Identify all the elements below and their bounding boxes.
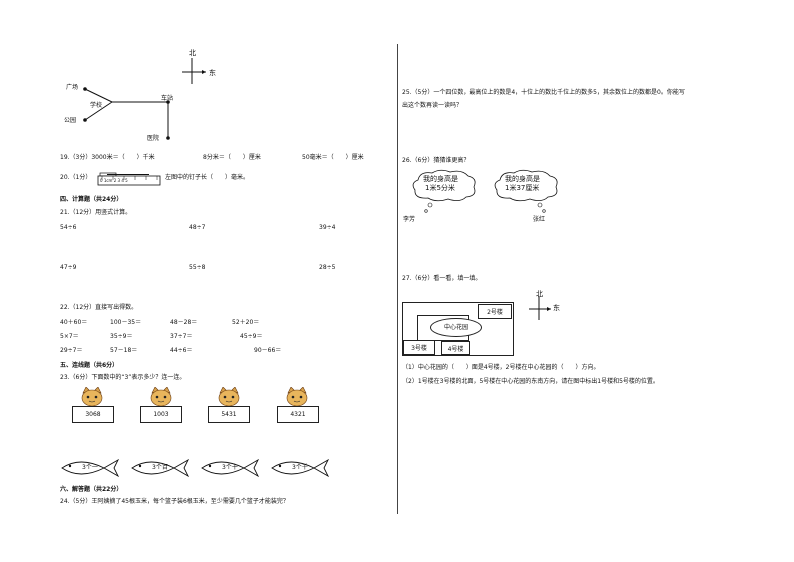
q23-title: 23.（6分）下面数中的“3”表示多少？连一连。	[60, 374, 186, 381]
q26-title: 26.（6分）猜猜谁更高？	[402, 157, 470, 164]
cat-icon	[286, 387, 308, 407]
q22-cell: 44÷6＝	[170, 347, 193, 354]
cat-icon	[150, 387, 172, 407]
number-card: 4321	[277, 406, 319, 423]
compass-east-label: 东	[209, 69, 216, 77]
q20-number: 20.（1分）	[60, 174, 92, 181]
compass-right-east: 东	[553, 304, 560, 312]
fish-label: 3个一	[82, 464, 98, 471]
fish-label: 3个十	[222, 464, 238, 471]
thought-cloud-left	[412, 169, 476, 213]
q21-item: 47÷9	[60, 264, 77, 271]
building-3: 3号楼	[403, 340, 435, 355]
map-label-yiyuan: 医院	[147, 135, 160, 142]
fish-icon	[61, 458, 120, 478]
q21-item: 28÷5	[319, 264, 336, 271]
cloud-left-line2: 1米5分米	[425, 184, 455, 192]
compass-right	[529, 296, 551, 320]
q27-part1: （1）中心花园的（ ）面是4号楼，2号楼在中心花园的（ ）方向。	[402, 364, 600, 371]
q24-text: 24.（5分）王阿姨摘了45根玉米，每个篮子装6根玉米，至少需要几个篮子才能装完…	[60, 498, 289, 505]
map-label-gongyuan: 公园	[64, 117, 77, 124]
q22-cell: 100－35＝	[110, 319, 142, 326]
compass-north-label: 北	[189, 49, 196, 57]
name-li-fang: 李芳	[403, 216, 416, 223]
page-divider	[397, 44, 398, 514]
cloud-left-line1: 我的身高是	[423, 175, 458, 183]
q21-item: 39÷4	[319, 224, 336, 231]
name-zhang-hong: 张红	[533, 216, 546, 223]
thought-cloud-right	[494, 169, 558, 213]
q22-cell: 52＋20＝	[232, 319, 260, 326]
q21-item: 55÷8	[189, 264, 206, 271]
ruler-scale-label: 0 1cm 2 3 4 5	[100, 178, 128, 183]
cloud-right-line2: 1米37厘米	[505, 184, 540, 192]
section-5-heading: 五、连线题（共6分）	[60, 362, 119, 369]
q22-cell: 40＋60＝	[60, 319, 88, 326]
cat-icon	[81, 387, 103, 407]
route-map	[83, 87, 170, 140]
map-label-guangchang: 广场	[66, 84, 79, 91]
q22-cell: 29÷7＝	[60, 347, 83, 354]
q22-cell: 37÷7＝	[170, 333, 193, 340]
q21-item: 48÷7	[189, 224, 206, 231]
fish-icon	[271, 458, 330, 478]
q19-c: 50毫米＝（ ）厘米	[302, 154, 364, 161]
q22-cell: 35÷9＝	[110, 333, 133, 340]
q25-line1: 25.（5分）一个四位数，最高位上的数是4，十位上的数比千位上的数多5，其余数位…	[402, 89, 685, 96]
central-garden: 中心花园	[430, 318, 482, 337]
q27-title: 27.（6分）看一看，填一填。	[402, 275, 482, 282]
map-label-xuexiao: 学校	[90, 102, 103, 109]
number-card: 5431	[208, 406, 250, 423]
q22-cell: 5×7＝	[60, 333, 79, 340]
q22-cell: 45÷9＝	[240, 333, 263, 340]
cat-icon	[218, 387, 240, 407]
q19-a: 19.（3分）3000米＝（ ）千米	[60, 154, 155, 161]
q27-part2: （2）1号楼在3号楼的北面，5号楼在中心花园的东南方向，请在图中标出1号楼和5号…	[402, 378, 659, 385]
q22-cell: 48－28＝	[170, 319, 198, 326]
number-card: 3068	[72, 406, 114, 423]
map-label-chezhan: 车站	[161, 95, 174, 102]
q22-cell: 90－66＝	[254, 347, 282, 354]
building-2: 2号楼	[478, 304, 512, 319]
fish-icon	[131, 458, 190, 478]
fish-icon	[201, 458, 260, 478]
section-6-heading: 六、解答题（共22分）	[60, 486, 123, 493]
compass-right-north: 北	[536, 290, 543, 298]
q21-title: 21.（12分）用竖式计算。	[60, 209, 132, 216]
cloud-right-line1: 我的身高是	[505, 175, 540, 183]
q21-item: 54÷6	[60, 224, 77, 231]
section-4-heading: 四、计算题（共24分）	[60, 196, 123, 203]
fish-label: 3个百	[152, 464, 168, 471]
q22-cell: 57－18＝	[110, 347, 138, 354]
number-card: 1003	[140, 406, 182, 423]
q19-b: 8分米＝（ ）厘米	[203, 154, 261, 161]
compass-top-left	[182, 58, 206, 84]
ruler-with-nail	[97, 172, 161, 186]
q20-text: 左图中的钉子长（ ）毫米。	[165, 174, 250, 181]
q22-title: 22.（12分）直接写出得数。	[60, 304, 138, 311]
building-4: 4号楼	[441, 341, 470, 355]
q25-line2: 出这个数再读一读吗？	[402, 102, 463, 109]
fish-label: 3个千	[292, 464, 308, 471]
